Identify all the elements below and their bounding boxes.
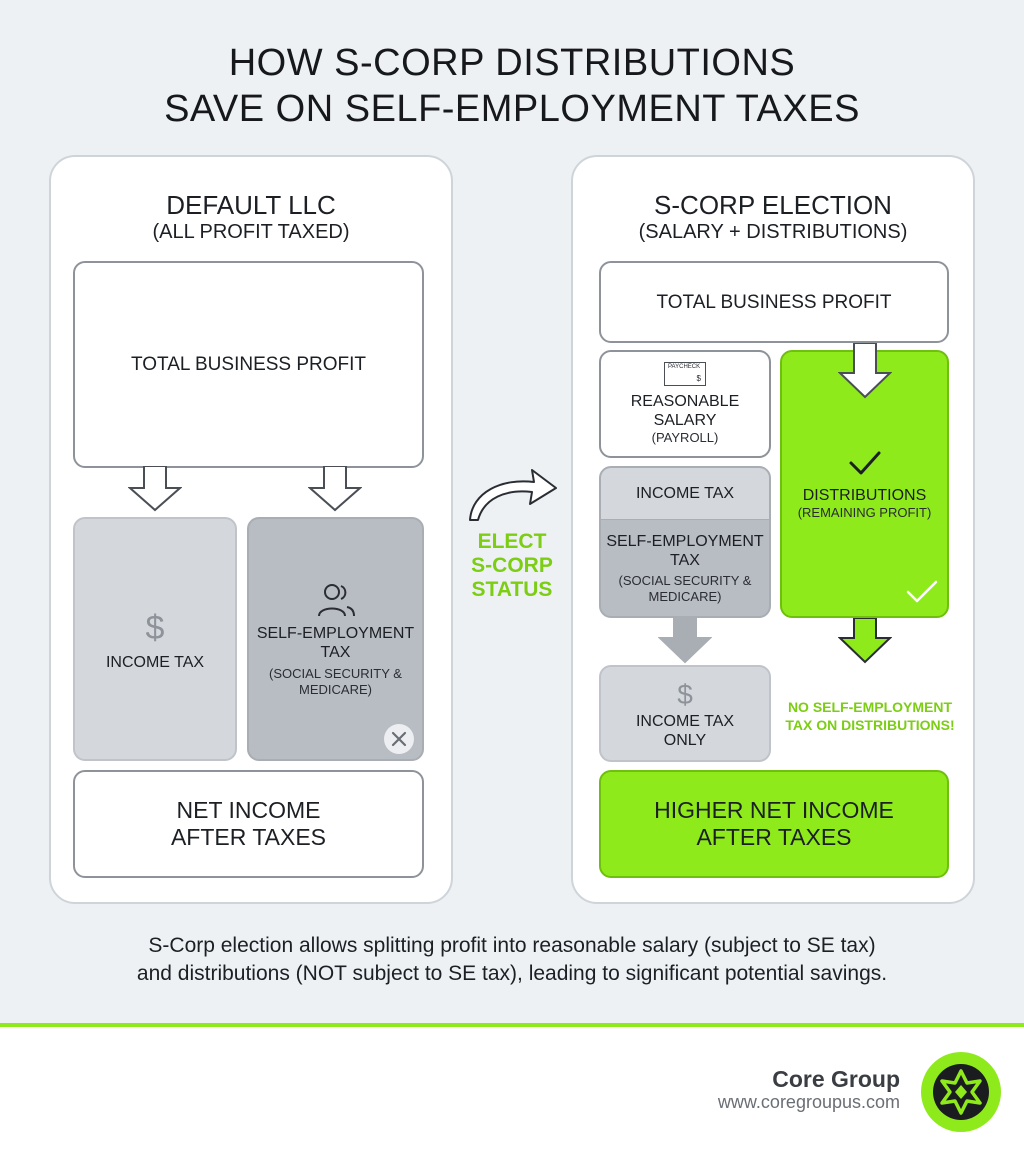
no-se-tax-text: NO SELF-EMPLOYMENT TAX ON DISTRIBUTIONS! bbox=[785, 699, 955, 733]
left-se-tax-label: SELF-EMPLOYMENT TAX bbox=[256, 625, 415, 661]
brand-name: Core Group bbox=[772, 1066, 900, 1092]
distributions-check-icon bbox=[906, 580, 938, 603]
svg-text:$: $ bbox=[677, 679, 693, 710]
title-line-2: SAVE ON SELF-EMPLOYMENT TAXES bbox=[164, 88, 860, 130]
salary-taxes-box: INCOME TAX SELF-EMPLOYMENT TAX (SOCIAL S… bbox=[599, 466, 771, 618]
title-line-1: HOW S-CORP DISTRIBUTIONS bbox=[228, 42, 796, 84]
caption-line-2: and distributions (NOT subject to SE tax… bbox=[136, 962, 888, 985]
default-llc-title: DEFAULT LLC bbox=[166, 190, 336, 220]
salary-se-tax-row: SELF-EMPLOYMENT TAX (SOCIAL SECURITY & M… bbox=[601, 520, 769, 616]
s-corp-subtitle: (SALARY + DISTRIBUTIONS) bbox=[638, 221, 908, 243]
left-se-tax-box: SELF-EMPLOYMENT TAX (SOCIAL SECURITY & M… bbox=[247, 517, 424, 761]
default-llc-subtitle: (ALL PROFIT TAXED) bbox=[152, 221, 350, 243]
left-total-profit-box: TOTAL BUSINESS PROFIT bbox=[73, 261, 424, 468]
footer-accent-line bbox=[0, 1023, 1024, 1027]
page-title: HOW S-CORP DISTRIBUTIONS SAVE ON SELF-EM… bbox=[0, 40, 1024, 132]
reasonable-salary-box: PAYCHECK $ REASONABLE SALARY (PAYROLL) bbox=[599, 350, 771, 458]
paycheck-icon: PAYCHECK $ bbox=[664, 362, 706, 386]
curved-arrow-icon bbox=[469, 469, 557, 521]
paycheck-label: PAYCHECK bbox=[668, 364, 701, 370]
close-circle-icon bbox=[384, 724, 414, 754]
right-total-profit-box: TOTAL BUSINESS PROFIT bbox=[599, 261, 949, 343]
elect-s-corp-text: ELECT S-CORP STATUS bbox=[471, 530, 553, 601]
default-llc-header: DEFAULT LLC (ALL PROFIT TAXED) bbox=[49, 190, 453, 244]
right-total-profit-label: TOTAL BUSINESS PROFIT bbox=[656, 291, 892, 313]
svg-text:$: $ bbox=[146, 609, 165, 647]
caption: S-Corp election allows splitting profit … bbox=[0, 932, 1024, 988]
income-tax-only-box: $ INCOME TAX ONLY bbox=[599, 665, 771, 762]
higher-net-income-label: HIGHER NET INCOME AFTER TAXES bbox=[654, 797, 894, 850]
s-corp-title: S-CORP ELECTION bbox=[654, 190, 892, 220]
arrow-to-income-tax-only bbox=[658, 618, 712, 664]
s-corp-header: S-CORP ELECTION (SALARY + DISTRIBUTIONS) bbox=[571, 190, 975, 244]
elect-s-corp-label: ELECT S-CORP STATUS bbox=[462, 530, 562, 602]
income-tax-only-label: INCOME TAX ONLY bbox=[635, 712, 735, 749]
left-net-income-label: NET INCOME AFTER TAXES bbox=[170, 797, 327, 850]
distributions-note: (REMAINING PROFIT) bbox=[797, 504, 932, 520]
arrow-below-distributions bbox=[838, 618, 892, 664]
footer bbox=[0, 1027, 1024, 1154]
salary-se-tax-label: SELF-EMPLOYMENT TAX bbox=[606, 532, 764, 569]
dollar-icon: $ bbox=[677, 679, 693, 710]
dollar-icon: $ bbox=[146, 609, 165, 647]
arrow-to-distributions bbox=[838, 343, 892, 399]
salary-income-tax-label: INCOME TAX bbox=[635, 485, 735, 502]
left-arrow-to-se-tax bbox=[308, 466, 362, 512]
salary-se-tax-note: (SOCIAL SECURITY & MEDICARE) bbox=[618, 572, 752, 604]
salary-income-tax-row: INCOME TAX bbox=[601, 468, 769, 520]
distributions-label: DISTRIBUTIONS bbox=[802, 486, 927, 504]
left-income-tax-label: INCOME TAX bbox=[105, 653, 205, 671]
checkmark-icon bbox=[849, 451, 880, 474]
people-icon bbox=[317, 584, 355, 617]
higher-net-income-box: HIGHER NET INCOME AFTER TAXES bbox=[599, 770, 949, 878]
brand-url[interactable]: www.coregroupus.com bbox=[717, 1092, 900, 1112]
core-group-logo-icon[interactable] bbox=[920, 1051, 1002, 1133]
no-se-tax-note: NO SELF-EMPLOYMENT TAX ON DISTRIBUTIONS! bbox=[778, 698, 962, 734]
caption-line-1: S-Corp election allows splitting profit … bbox=[148, 934, 876, 957]
paycheck-dollar: $ bbox=[696, 374, 701, 383]
reasonable-salary-label: REASONABLE SALARY bbox=[630, 393, 740, 429]
left-net-income-box: NET INCOME AFTER TAXES bbox=[73, 770, 424, 878]
left-se-tax-note: (SOCIAL SECURITY & MEDICARE) bbox=[269, 666, 402, 697]
reasonable-salary-note: (PAYROLL) bbox=[651, 430, 719, 445]
left-arrow-to-income-tax bbox=[128, 466, 182, 512]
left-total-profit-label: TOTAL BUSINESS PROFIT bbox=[130, 354, 367, 375]
left-income-tax-box: $ INCOME TAX bbox=[73, 517, 237, 761]
